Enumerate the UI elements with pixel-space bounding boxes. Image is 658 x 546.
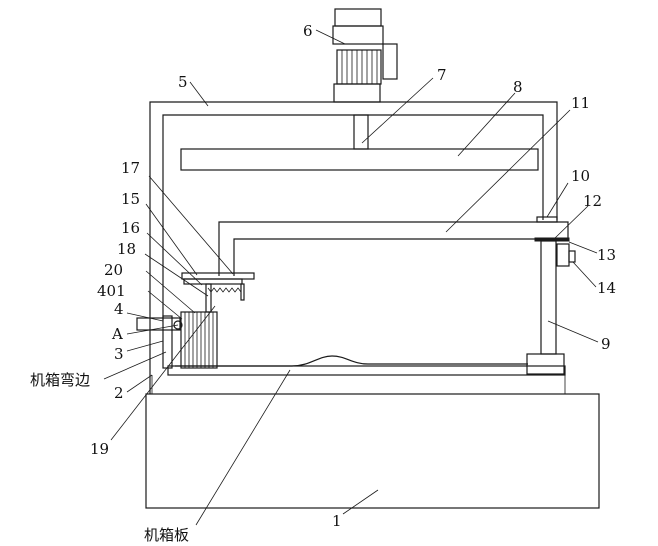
label-6: 6 [303, 22, 313, 40]
column [540, 240, 557, 355]
leader-14 [572, 261, 597, 288]
label-17: 17 [121, 159, 140, 177]
base-box [145, 393, 600, 509]
leader-10 [546, 182, 569, 218]
leader-1 [342, 489, 379, 515]
label-18: 18 [117, 240, 136, 258]
label-2: 2 [114, 384, 124, 402]
label-11: 11 [571, 94, 590, 112]
label-19: 19 [90, 440, 109, 458]
label-box-flange: 机箱弯边 [30, 371, 90, 389]
small-motor [556, 243, 570, 267]
leader-16 [146, 232, 203, 286]
leader-401 [147, 290, 183, 320]
handle-rod [136, 317, 181, 331]
leader-A [126, 324, 179, 335]
leader-5 [189, 81, 209, 107]
gear-plate-bottom [183, 278, 243, 285]
leader-4 [126, 312, 164, 322]
leader-box-plate [195, 369, 291, 526]
leader-19 [110, 305, 216, 441]
label-12: 12 [583, 192, 602, 210]
leader-box-flange [103, 351, 167, 380]
leader-8 [457, 92, 516, 157]
leader-12 [554, 205, 589, 239]
motor-cap [334, 8, 382, 27]
motor-fins [336, 49, 382, 85]
spring-stop [240, 283, 245, 301]
label-5: 5 [178, 73, 188, 91]
arm-outer [218, 221, 569, 276]
leader-15 [145, 203, 198, 276]
cassette [180, 311, 218, 369]
bottom-wave [175, 355, 528, 367]
label-20: 20 [104, 261, 123, 279]
label-8: 8 [513, 78, 523, 96]
label-9: 9 [601, 335, 611, 353]
side-bracket [162, 315, 173, 369]
handle-pin [173, 320, 183, 330]
leader-9 [547, 320, 599, 343]
column-foot [526, 353, 565, 375]
label-16: 16 [121, 219, 140, 237]
label-401: 401 [97, 282, 126, 300]
spring [207, 287, 242, 293]
label-10: 10 [571, 167, 590, 185]
leader-7 [361, 77, 434, 144]
leader-11 [445, 109, 571, 233]
upper-plate [180, 148, 539, 171]
box-flange [151, 375, 566, 394]
label-14: 14 [597, 279, 616, 297]
label-box-plate: 机箱板 [144, 526, 189, 544]
label-15: 15 [121, 190, 140, 208]
small-motor-cap [568, 250, 576, 263]
leader-13 [568, 241, 598, 254]
label-13: 13 [597, 246, 616, 264]
motor-terminal [382, 43, 398, 80]
frame-inner [162, 114, 544, 320]
motor-body [332, 25, 384, 45]
label-1: 1 [332, 512, 342, 530]
leader-17 [148, 175, 234, 275]
box-plate [167, 365, 566, 376]
label-4: 4 [114, 300, 124, 318]
label-A: A [111, 325, 123, 343]
leader-6 [315, 29, 346, 45]
label-3: 3 [114, 345, 124, 363]
cassette-lines [184, 312, 214, 368]
motor-mount [333, 83, 381, 103]
label-7: 7 [437, 66, 447, 84]
leader-3 [126, 340, 164, 352]
motor-fin-lines [341, 50, 378, 84]
leader-20 [145, 270, 196, 314]
leader-2 [126, 374, 153, 393]
leader-18 [144, 253, 209, 297]
top-cap [536, 216, 558, 223]
shaft [353, 114, 369, 150]
strip [534, 237, 570, 242]
